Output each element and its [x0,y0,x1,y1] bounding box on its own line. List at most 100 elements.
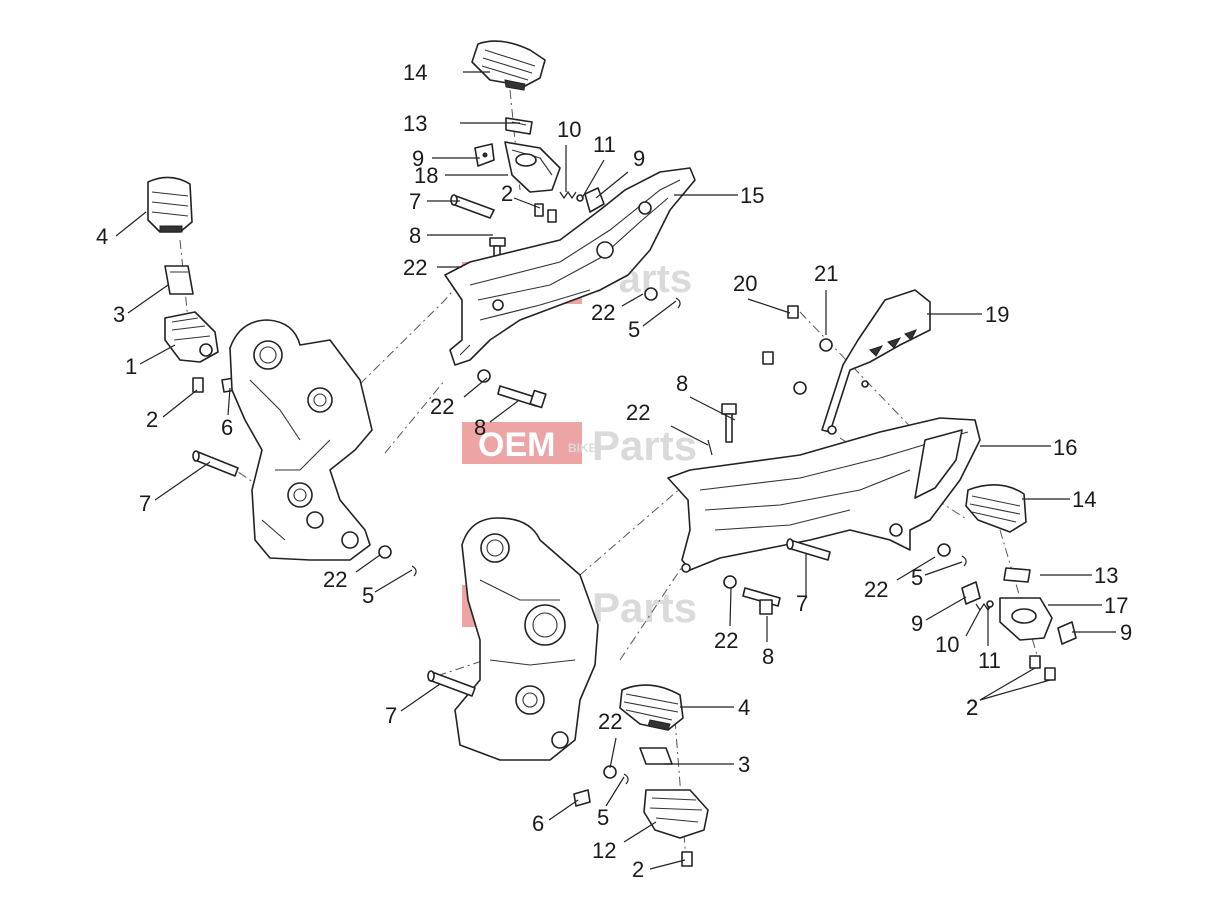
callout-number: 22 [626,400,650,425]
bracket-13-right [1003,567,1031,583]
callout-leader-line [609,737,617,769]
callout-leader-line [400,683,441,712]
clip-5-left [411,565,417,577]
callout-number: 15 [740,183,764,208]
callout-c7c: 7 [796,554,808,616]
callout-leader-line [355,554,381,573]
bolt-2-top [534,203,557,223]
callout-c8b: 8 [676,371,736,421]
callout-c20: 20 [733,271,791,314]
callout-leader-line [548,799,579,821]
callout-leader-line [374,569,413,593]
lower-main-bracket [454,517,599,761]
callout-c22e: 22 [323,554,381,592]
callout-number: 22 [864,577,888,602]
callout-leader-line [924,561,963,576]
callout-leader-line [513,197,541,209]
callout-c14a: 14 [403,60,490,85]
left-main-bracket [229,319,373,561]
bolt-8-right [721,403,737,443]
callout-c22b: 22 [591,293,644,325]
callout-number: 11 [593,132,616,157]
pin-7-top [450,194,495,219]
callout-number: 2 [501,181,513,206]
callout-c6b: 6 [532,799,579,836]
callout-number: 3 [113,302,125,327]
washer-22-right-top [644,287,658,301]
callout-leader-line [605,776,625,807]
callout-c22d: 22 [626,400,709,446]
callout-c5c: 5 [911,561,963,590]
callout-c7d: 7 [385,683,441,728]
callout-c4b: 4 [680,695,750,720]
callout-number: 3 [738,752,750,777]
watermark-middle: OEM BIKE Parts [462,422,697,469]
clip-9-right-left [961,581,981,605]
callout-number: 9 [412,146,424,171]
callout-leader-line [689,396,736,421]
watermark-parts-text: Parts [592,422,697,469]
callout-number: 2 [966,695,978,720]
callout-number: 2 [632,857,644,882]
bolt-2-bottom [681,851,693,867]
callout-c15: 15 [674,183,764,208]
callout-number: 2 [146,407,158,432]
callout-c2a: 2 [501,181,541,209]
callout-c4a: 4 [96,211,147,249]
callout-c7b: 7 [139,461,211,516]
callout-leader-line [649,859,686,870]
callout-number: 22 [591,300,615,325]
callout-number: 21 [814,261,838,286]
callout-number: 22 [430,394,454,419]
callout-c22a: 22 [403,255,462,280]
callout-c2e: 2 [632,857,686,882]
callout-leader-line [729,587,732,627]
bolt-2-left [192,377,204,393]
washer-22-mid [477,369,491,383]
callout-leader-line [463,377,488,398]
callout-leader-line [489,400,519,423]
callout-number: 7 [409,189,421,214]
callout-c10a: 10 [557,117,581,192]
callout-c2d: 2 [966,679,1051,720]
callout-c12: 12 [592,821,657,863]
callout-number: 7 [796,591,808,616]
callout-c5b: 5 [362,569,413,608]
bolt-20-upper [787,305,799,319]
callout-number: 8 [762,644,774,669]
callout-c21: 21 [814,261,838,335]
callout-c14b: 14 [1022,487,1096,512]
washer-22-left [378,545,392,559]
clip-9-top-right [584,187,605,213]
callout-c2b: 2 [146,389,198,432]
spring-6-lower [573,789,591,807]
callout-c2c: 2 [966,667,1036,720]
callout-number: 16 [1053,435,1077,460]
callout-leader-line [227,387,231,416]
callout-leader-line [896,556,936,581]
callout-leader-line [595,171,629,199]
callout-c8c: 8 [474,400,519,440]
callout-c22c: 22 [430,377,488,419]
callout-number: 22 [323,567,347,592]
callout-c9d: 9 [1072,620,1132,645]
pin-7-left [192,450,239,477]
callout-leader-line [670,425,709,446]
callout-c9a: 9 [412,146,480,171]
callout-number: 8 [676,371,688,396]
callout-number: 17 [1104,593,1128,618]
callout-leader-line [979,679,1051,701]
callout-number: 7 [139,491,151,516]
callout-leader-line [139,344,176,365]
footpeg-rubber-14-right [965,484,1027,533]
bolt-8-bottom [742,587,781,615]
clip-5-lower [623,773,629,785]
callout-number: 7 [385,703,397,728]
callout-number: 9 [633,146,645,171]
bolt-8-mid [497,385,547,409]
clip-5-right [961,555,967,567]
callout-number: 9 [911,611,923,636]
pin-7-bottom [427,670,476,697]
callout-c10b: 10 [935,609,981,657]
